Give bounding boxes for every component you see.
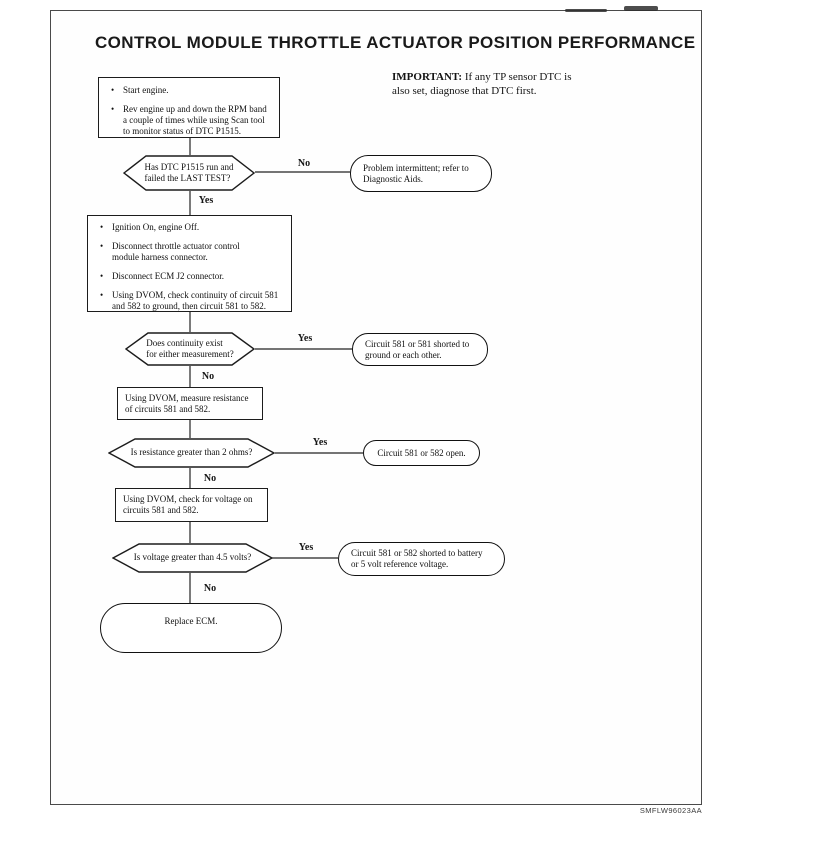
bullet-icon: •	[100, 270, 104, 281]
scan-artifact	[624, 6, 658, 11]
edge-label-yes: Yes	[198, 195, 214, 206]
list-item: •Start engine.	[111, 85, 169, 95]
important-note: IMPORTANT: If any TP sensor DTC is also …	[392, 71, 617, 99]
important-label: IMPORTANT:	[392, 71, 463, 83]
measure-resistance-box: Using DVOM, measure resistance of circui…	[117, 387, 263, 420]
result-problem-intermittent: Problem intermittent; refer to Diagnosti…	[350, 155, 492, 192]
bullet-icon: •	[100, 222, 104, 232]
list-item: •Using DVOM, check continuity of circuit…	[100, 289, 279, 311]
list-item: •Disconnect throttle actuator control mo…	[100, 240, 240, 262]
edge-label-yes: Yes	[312, 437, 328, 448]
bullet-icon: •	[111, 85, 115, 95]
bullet-icon: •	[100, 289, 104, 300]
decision-voltage-over-4-5-volts: Is voltage greater than 4.5 volts?	[112, 543, 273, 573]
decision-continuity-exists: Does continuity exist for either measure…	[125, 332, 255, 366]
test-setup-box: •Ignition On, engine Off. •Disconnect th…	[87, 215, 292, 312]
edge-label-no: No	[203, 583, 217, 594]
start-instructions-box: •Start engine. •Rev engine up and down t…	[98, 77, 280, 138]
list-item: •Ignition On, engine Off.	[100, 222, 200, 232]
decision-resistance-over-2-ohms: Is resistance greater than 2 ohms?	[108, 438, 275, 468]
terminator-replace-ecm: Replace ECM.	[100, 603, 282, 653]
edge-label-no: No	[201, 371, 215, 382]
important-text: If any TP sensor DTC is also set, diagno…	[392, 71, 572, 97]
check-voltage-box: Using DVOM, check for voltage on circuit…	[115, 488, 268, 522]
edge-label-yes: Yes	[297, 333, 313, 344]
bullet-icon: •	[111, 103, 115, 114]
scan-artifact	[565, 9, 607, 12]
decision-hexagon-shape	[123, 155, 255, 191]
document-code: SMFLW96023AA	[639, 806, 702, 815]
edge-label-no: No	[203, 473, 217, 484]
edge-label-yes: Yes	[298, 542, 314, 553]
result-circuit-shorted-battery: Circuit 581 or 582 shorted to battery or…	[338, 542, 505, 576]
bullet-icon: •	[100, 240, 104, 251]
page-title: CONTROL MODULE THROTTLE ACTUATOR POSITIO…	[95, 33, 696, 52]
list-item: •Disconnect ECM J2 connector.	[100, 270, 224, 281]
decision-dtc-p1515-run: Has DTC P1515 run and failed the LAST TE…	[123, 155, 255, 191]
edge-label-no: No	[297, 158, 311, 169]
list-item: •Rev engine up and down the RPM band a c…	[111, 103, 267, 136]
result-circuit-shorted-ground: Circuit 581 or 581 shorted to ground or …	[352, 333, 488, 366]
decision-hexagon-shape	[112, 543, 273, 573]
result-circuit-open: Circuit 581 or 582 open.	[363, 440, 480, 466]
decision-hexagon-shape	[125, 332, 255, 366]
decision-hexagon-shape	[108, 438, 275, 468]
